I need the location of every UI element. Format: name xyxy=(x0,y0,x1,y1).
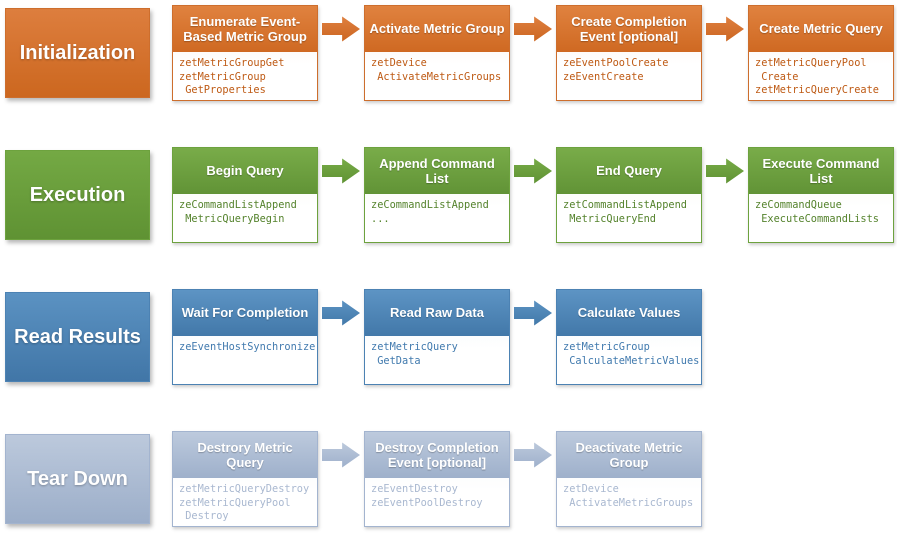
flow-row-read-results: Read Results Wait For Completion zeEvent… xyxy=(5,289,897,385)
arrow-right-icon xyxy=(322,16,360,42)
step-title: Destrory Metric Query xyxy=(173,432,317,478)
row-label-tear-down: Tear Down xyxy=(5,434,150,524)
step-wait-for-completion: Wait For Completion zeEventHostSynchroni… xyxy=(172,289,318,385)
arrow-right-icon xyxy=(322,158,360,184)
step-create-completion-event: Create Completion Event [optional] zeEve… xyxy=(556,5,702,101)
step-title: Begin Query xyxy=(173,148,317,194)
step-title: End Query xyxy=(557,148,701,194)
step-title: Execute Command List xyxy=(749,148,893,194)
row-label-execution: Execution xyxy=(5,150,150,240)
step-execute-command-list: Execute Command List zeCommandQueue Exec… xyxy=(748,147,894,243)
step-code: zeEventDestroy zeEventPoolDestroy xyxy=(371,483,483,509)
row-label-initialization: Initialization xyxy=(5,8,150,98)
step-title: Create Completion Event [optional] xyxy=(557,6,701,52)
step-title: Destroy Completion Event [optional] xyxy=(365,432,509,478)
arrow-right-icon xyxy=(514,442,552,468)
flow-row-initialization: Initialization Enumerate Event-Based Met… xyxy=(5,5,897,101)
step-code: zetMetricQueryDestroy zetMetricQueryPool… xyxy=(179,483,310,522)
step-append-command-list: Append Command List zeCommandListAppend … xyxy=(364,147,510,243)
step-enumerate-metric-group: Enumerate Event-Based Metric Group zetMe… xyxy=(172,5,318,101)
step-code: zeEventPoolCreate zeEventCreate xyxy=(563,57,669,83)
step-code: zetMetricGroupGet zetMetricGroup GetProp… xyxy=(179,57,285,96)
step-end-query: End Query zetCommandListAppend MetricQue… xyxy=(556,147,702,243)
step-code: zetDevice ActivateMetricGroups xyxy=(371,57,502,83)
step-code: zetMetricQuery GetData xyxy=(371,341,458,367)
step-title: Create Metric Query xyxy=(749,6,893,52)
step-code: zeCommandListAppend ... xyxy=(371,199,489,225)
step-code: zetMetricGroup CalculateMetricValues xyxy=(563,341,700,367)
arrow-right-icon xyxy=(514,300,552,326)
step-code: zeCommandQueue ExecuteCommandLists xyxy=(755,199,879,225)
row-label-read-results: Read Results xyxy=(5,292,150,382)
step-deactivate-metric-group: Deactivate Metric Group zetDevice Activa… xyxy=(556,431,702,527)
step-title: Activate Metric Group xyxy=(365,6,509,52)
step-code: zetDevice ActivateMetricGroups xyxy=(563,483,694,509)
step-code: zetMetricQueryPool Create zetMetricQuery… xyxy=(755,57,879,96)
step-code: zetCommandListAppend MetricQueryEnd xyxy=(563,199,687,225)
arrow-right-icon xyxy=(514,158,552,184)
step-calculate-values: Calculate Values zetMetricGroup Calculat… xyxy=(556,289,702,385)
arrow-right-icon xyxy=(706,158,744,184)
step-activate-metric-group: Activate Metric Group zetDevice Activate… xyxy=(364,5,510,101)
step-code: zeEventHostSynchronize xyxy=(179,341,316,353)
step-title: Deactivate Metric Group xyxy=(557,432,701,478)
step-destroy-metric-query: Destrory Metric Query zetMetricQueryDest… xyxy=(172,431,318,527)
flow-row-tear-down: Tear Down Destrory Metric Query zetMetri… xyxy=(5,431,897,527)
step-title: Wait For Completion xyxy=(173,290,317,336)
step-destroy-completion-event: Destroy Completion Event [optional] zeEv… xyxy=(364,431,510,527)
step-title: Append Command List xyxy=(365,148,509,194)
arrow-right-icon xyxy=(514,16,552,42)
step-title: Calculate Values xyxy=(557,290,701,336)
step-create-metric-query: Create Metric Query zetMetricQueryPool C… xyxy=(748,5,894,101)
arrow-right-icon xyxy=(322,300,360,326)
arrow-right-icon xyxy=(322,442,360,468)
flow-row-execution: Execution Begin Query zeCommandListAppen… xyxy=(5,147,897,243)
step-title: Enumerate Event-Based Metric Group xyxy=(173,6,317,52)
step-begin-query: Begin Query zeCommandListAppend MetricQu… xyxy=(172,147,318,243)
step-code: zeCommandListAppend MetricQueryBegin xyxy=(179,199,297,225)
arrow-right-icon xyxy=(706,16,744,42)
step-title: Read Raw Data xyxy=(365,290,509,336)
step-read-raw-data: Read Raw Data zetMetricQuery GetData xyxy=(364,289,510,385)
